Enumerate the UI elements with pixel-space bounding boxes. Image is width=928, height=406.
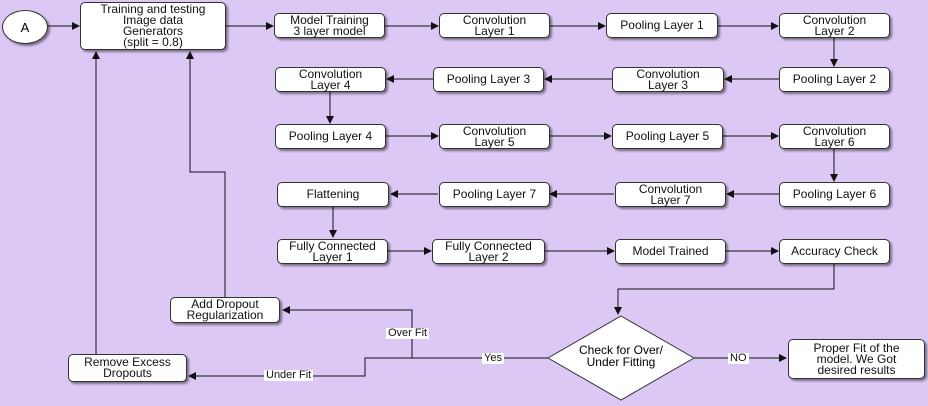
node-pool3: Pooling Layer 3: [433, 67, 544, 92]
edge-label-yes: Yes: [482, 352, 504, 364]
node-fc1: Fully Connected Layer 1: [277, 239, 388, 264]
node-remove-dropouts: Remove Excess Dropouts: [68, 354, 187, 382]
node-conv7: Convolution Layer 7: [615, 182, 726, 207]
edge-label-no: NO: [728, 352, 749, 364]
edge-dropout-to-generators: [186, 51, 226, 297]
node-conv5: Convolution Layer 5: [439, 124, 550, 149]
node-model-trained: Model Trained: [615, 239, 726, 264]
node-conv4: Convolution Layer 4: [275, 67, 386, 92]
node-pool1: Pooling Layer 1: [606, 13, 718, 38]
node-proper-fit: Proper Fit of the model. We Got desired …: [788, 339, 925, 379]
node-pool6: Pooling Layer 6: [779, 182, 890, 207]
edge-accuracy-to-check-fit: [614, 263, 835, 315]
edge-over-fit-to-dropout: [282, 306, 413, 358]
node-pool7: Pooling Layer 7: [439, 182, 550, 207]
start-connector-a: A: [2, 10, 48, 44]
node-accuracy-check: Accuracy Check: [779, 239, 890, 264]
edge-label-over-fit: Over Fit: [386, 327, 430, 339]
node-flattening: Flattening: [277, 182, 389, 207]
check-fit-diamond: [546, 315, 696, 401]
node-model-training: Model Training 3 layer model: [274, 13, 385, 38]
node-generators: Training and testing Image data Generato…: [80, 2, 226, 50]
node-pool5: Pooling Layer 5: [612, 124, 723, 149]
node-conv3: Convolution Layer 3: [612, 67, 724, 92]
node-fc2: Fully Connected Layer 2: [432, 239, 545, 264]
edge-label-under-fit: Under Fit: [264, 369, 314, 381]
node-conv2: Convolution Layer 2: [779, 13, 890, 38]
node-conv6: Convolution Layer 6: [779, 124, 890, 149]
node-add-dropout: Add Dropout Regularization: [170, 297, 280, 323]
node-conv1: Convolution Layer 1: [439, 13, 550, 38]
check-fit-label: Check for Over/ Under Fitting: [578, 343, 664, 369]
node-pool2: Pooling Layer 2: [779, 67, 890, 92]
node-pool4: Pooling Layer 4: [275, 124, 386, 149]
